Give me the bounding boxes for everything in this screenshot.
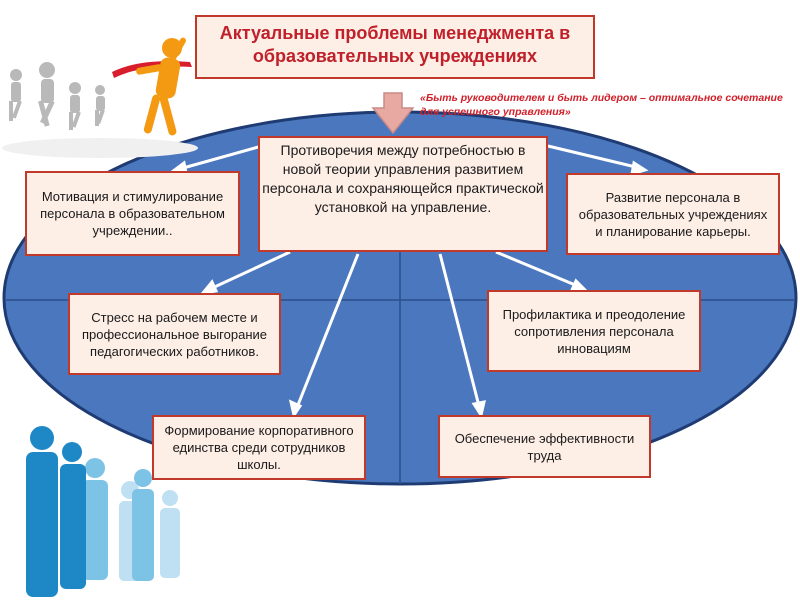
box-prevention: Профилактика и преодоление сопротивления… (487, 290, 701, 372)
title-box: Актуальные проблемы менеджмента в образо… (195, 15, 595, 79)
box-stress: Стресс на рабочем месте и профессиональн… (68, 293, 281, 375)
down-arrow (371, 92, 415, 135)
box-motivation: Мотивация и стимулирование персонала в о… (25, 171, 240, 256)
box-efficiency: Обеспечение эффективности труда (438, 415, 651, 478)
central-problem-box: Противоречия между потребностью в новой … (258, 136, 548, 252)
leadership-quote: «Быть руководителем и быть лидером – опт… (420, 92, 783, 118)
box-corporate: Формирование корпоративного единства сре… (152, 415, 366, 480)
connector-arrows (167, 144, 649, 419)
people-silhouettes (26, 426, 180, 597)
box-development: Развитие персонала в образовательных учр… (566, 173, 780, 255)
runners-illustration (2, 37, 198, 158)
